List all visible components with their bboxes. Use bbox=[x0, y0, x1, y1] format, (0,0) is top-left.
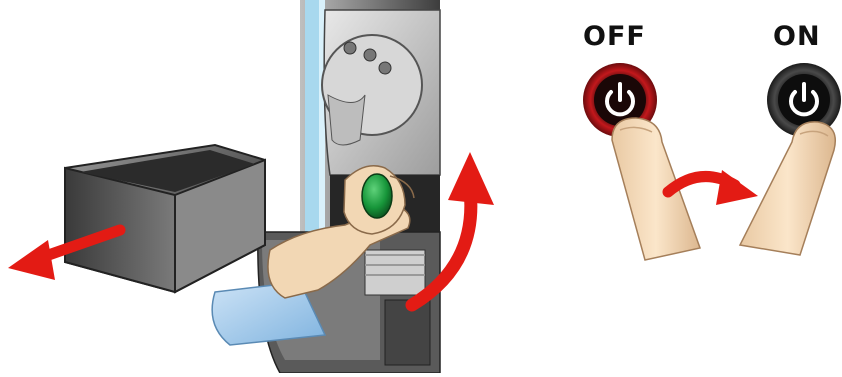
finger-left-illustration bbox=[612, 118, 700, 260]
on-label: ON bbox=[773, 23, 821, 50]
drip-tray-drawer bbox=[65, 145, 265, 292]
finger-right-illustration bbox=[740, 122, 835, 255]
off-label: OFF bbox=[583, 23, 646, 50]
green-button-icon bbox=[362, 174, 392, 218]
